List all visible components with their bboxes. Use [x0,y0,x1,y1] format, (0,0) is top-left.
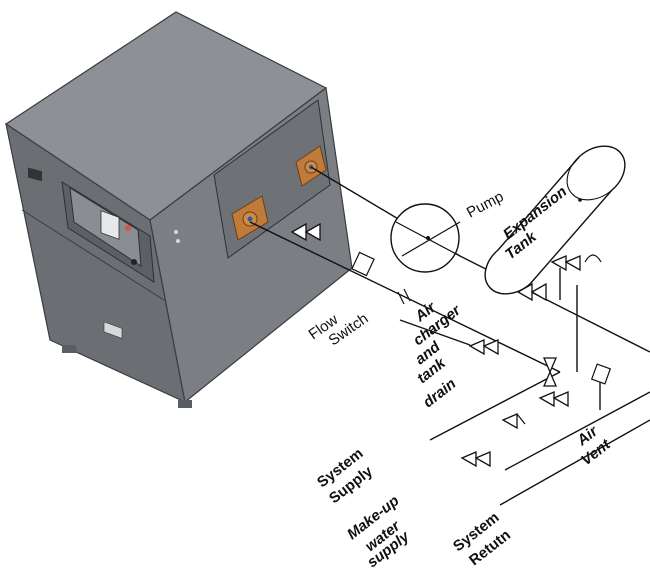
nameplate [103,321,123,339]
valve-drain [468,339,499,356]
indicator-light [125,225,131,231]
control-knob [131,259,137,265]
piping-lines [249,166,650,506]
expansion-tank [484,145,626,295]
pump-symbol [390,203,461,273]
cabinet-vent [28,167,42,182]
check-valve-makeup [501,413,526,430]
flow-switch [351,251,411,305]
valve-on-upper-line [516,282,547,302]
air-vent [590,363,612,385]
valve-makeup-2 [538,391,569,408]
valve-tank-drop [550,254,602,272]
label-pump: Pump [464,188,507,221]
valve-near-cabinet [290,222,321,242]
lower-pipe-connector [231,195,269,241]
chiller-cabinet [4,11,353,408]
display-screen [100,210,120,240]
valve-vertical [543,357,557,387]
valve-makeup-1 [460,451,491,468]
upper-pipe-connector [295,145,327,187]
